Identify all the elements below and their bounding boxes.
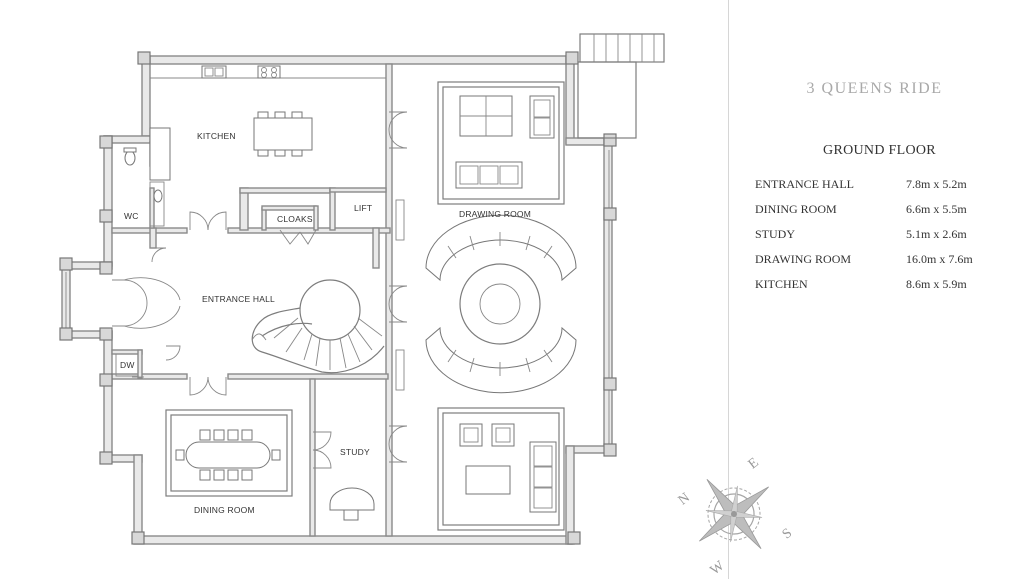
compass-rose-icon: N E S W xyxy=(676,455,795,578)
floor-name: GROUND FLOOR xyxy=(823,143,936,158)
property-title: 3 QUEENS RIDE xyxy=(806,80,943,97)
dimension-row-kitchen: KITCHEN 8.6m x 5.9m xyxy=(755,277,973,302)
room-label-drawing-room: DRAWING ROOM xyxy=(459,209,531,219)
compass-label-s: S xyxy=(780,526,795,543)
small-rooms xyxy=(115,353,139,377)
room-label-wc: WC xyxy=(124,211,139,221)
floor-plan: KITCHEN WC CLOAKS LIFT ENTRANCE HALL DW … xyxy=(59,33,665,545)
dimension-room: DRAWING ROOM xyxy=(755,252,852,266)
pillars xyxy=(59,51,617,545)
room-label-cloaks: CLOAKS xyxy=(277,214,313,224)
dimension-size: 8.6m x 5.9m xyxy=(906,277,967,291)
dimension-size: 5.1m x 2.6m xyxy=(906,227,967,241)
compass-label-w: W xyxy=(708,558,728,578)
drawing-room-furniture xyxy=(395,81,577,531)
compass-label-n: N xyxy=(676,490,693,508)
compass-label-e: E xyxy=(746,455,762,472)
dimension-row-drawing-room: DRAWING ROOM 16.0m x 7.6m xyxy=(755,252,973,277)
dining-room-furniture xyxy=(165,409,293,497)
room-label-entrance-hall: ENTRANCE HALL xyxy=(202,294,275,304)
room-label-dining-room: DINING ROOM xyxy=(194,505,255,515)
dimension-room: STUDY xyxy=(755,227,796,241)
dimension-size: 16.0m x 7.6m xyxy=(906,252,973,266)
dimension-room: ENTRANCE HALL xyxy=(755,177,854,191)
dimension-size: 6.6m x 5.5m xyxy=(906,202,967,216)
room-label-lift: LIFT xyxy=(354,203,372,213)
room-label-kitchen: KITCHEN xyxy=(197,131,236,141)
dimension-room: DINING ROOM xyxy=(755,202,837,216)
dimension-room: KITCHEN xyxy=(755,277,808,291)
room-dimensions-list: ENTRANCE HALL 7.8m x 5.2m DINING ROOM 6.… xyxy=(755,177,973,302)
room-labels: KITCHEN WC CLOAKS LIFT ENTRANCE HALL DW … xyxy=(120,131,531,515)
room-label-study: STUDY xyxy=(340,447,370,457)
dimension-row-study: STUDY 5.1m x 2.6m xyxy=(755,227,973,252)
study-furniture xyxy=(329,487,375,521)
dimension-row-entrance-hall: ENTRANCE HALL 7.8m x 5.2m xyxy=(755,177,973,202)
doors xyxy=(112,111,408,469)
room-label-dw: DW xyxy=(120,360,135,370)
dimension-row-dining-room: DINING ROOM 6.6m x 5.5m xyxy=(755,202,973,227)
kitchen-fixtures xyxy=(149,65,313,227)
panel-divider xyxy=(728,0,729,579)
spiral-staircase xyxy=(251,279,385,374)
dimension-size: 7.8m x 5.2m xyxy=(906,177,967,191)
wc-fixtures xyxy=(123,147,163,203)
external-stairs xyxy=(577,33,665,139)
